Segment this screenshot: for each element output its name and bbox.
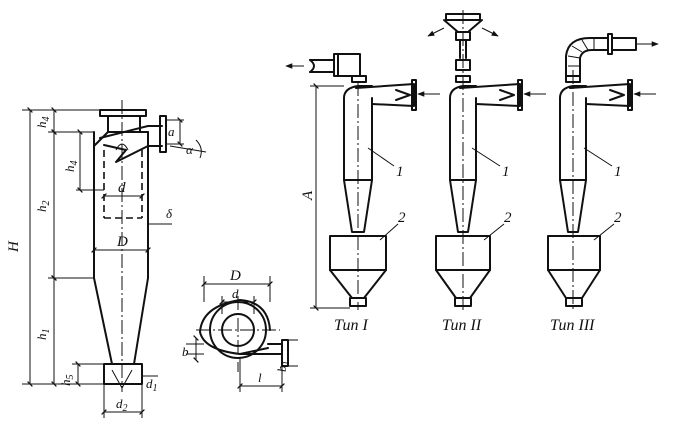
cyclone-side-view: H h4 h2 h1 h5 h4 d D δ a bbox=[6, 100, 207, 418]
label-h4-inner: h4 bbox=[62, 161, 80, 173]
label-d: d bbox=[118, 180, 126, 196]
label-b1: b1 bbox=[274, 361, 292, 373]
label-alpha: α bbox=[186, 142, 194, 157]
label-d2: d2 bbox=[116, 396, 128, 414]
cyclone-type-1: 1 2 A Тип I bbox=[285, 53, 440, 334]
label-A: A bbox=[300, 190, 316, 201]
label-h1: h1 bbox=[34, 329, 52, 341]
label-D: D bbox=[116, 234, 128, 250]
cyclone-type-3: 1 2 Тип III bbox=[547, 33, 659, 334]
label-plan-d: d bbox=[232, 286, 239, 301]
type1-part-1: 1 bbox=[396, 164, 404, 180]
type1-part-2: 2 bbox=[398, 210, 406, 226]
type2-part-2: 2 bbox=[504, 210, 512, 226]
caption-type-2: Тип II bbox=[442, 317, 482, 334]
label-h5: h5 bbox=[58, 375, 76, 387]
label-delta: δ bbox=[166, 206, 173, 221]
type3-part-2: 2 bbox=[614, 210, 622, 226]
caption-type-3: Тип III bbox=[550, 317, 595, 334]
cyclone-plan-view: D d b b1 l bbox=[182, 268, 298, 392]
type3-part-1: 1 bbox=[614, 164, 622, 180]
caption-type-1: Тип I bbox=[334, 317, 369, 334]
label-l: l bbox=[258, 370, 262, 385]
label-h2: h2 bbox=[34, 201, 52, 213]
label-H: H bbox=[6, 240, 22, 253]
label-plan-D: D bbox=[229, 268, 241, 284]
label-d1: d1 bbox=[146, 376, 158, 394]
label-b: b bbox=[182, 344, 189, 359]
label-a: a bbox=[168, 124, 175, 139]
type2-part-1: 1 bbox=[502, 164, 510, 180]
label-h4-top: h4 bbox=[34, 117, 52, 129]
cyclone-type-2: 1 2 Тип II bbox=[427, 10, 546, 334]
